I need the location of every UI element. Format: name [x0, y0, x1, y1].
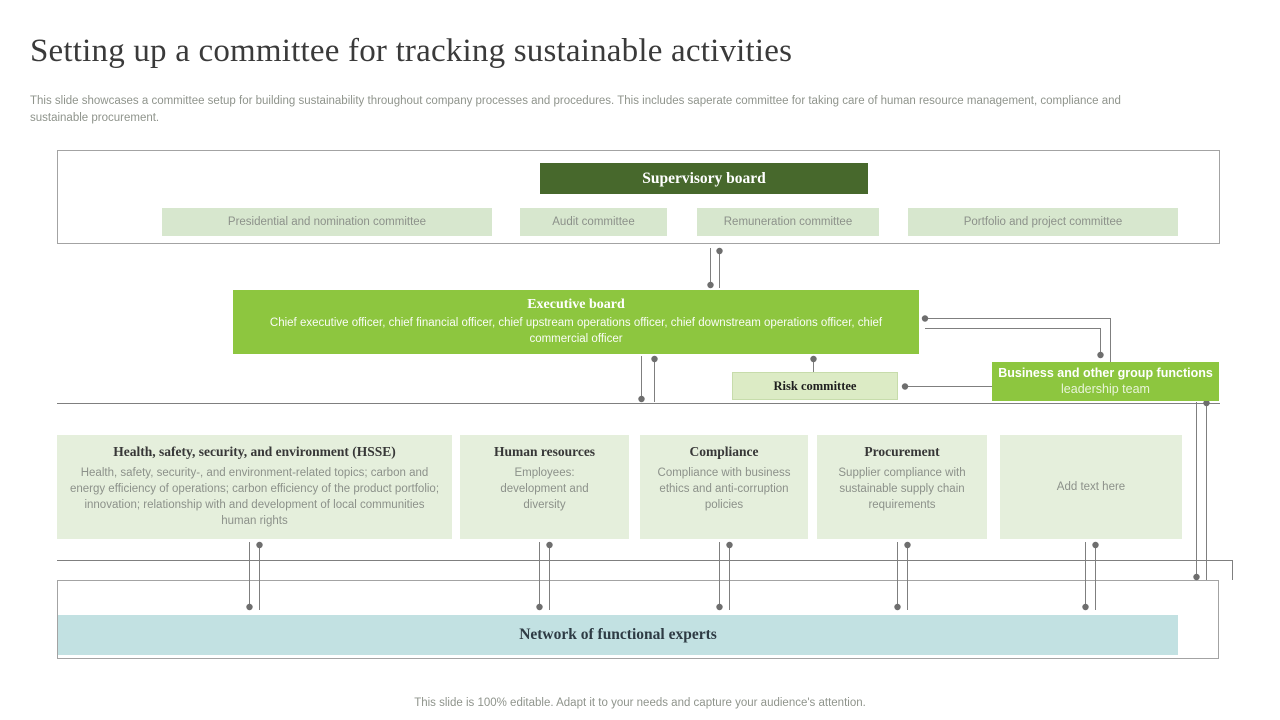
network-of-functional-experts-bar: Network of functional experts [58, 615, 1178, 655]
department-compliance-box: Compliance Compliance with business ethi… [640, 435, 808, 539]
connector-dot [546, 541, 553, 549]
network-section-frame [57, 580, 1219, 659]
connector-dot [1092, 541, 1099, 549]
department-human-resources-box: Human resources Employees: development a… [460, 435, 629, 539]
connector-dot [1203, 399, 1210, 407]
connector-dot [1082, 603, 1089, 611]
business-functions-regular-label: leadership team [1061, 382, 1150, 397]
department-compliance-title: Compliance [689, 444, 759, 459]
executive-board-members: Chief executive officer, chief financial… [269, 317, 883, 345]
connector-dot [707, 281, 714, 289]
connector-dot [651, 355, 658, 363]
connector-dot [726, 541, 733, 549]
risk-committee-box: Risk committee [732, 372, 898, 400]
department-compliance-body: Compliance with business ethics and anti… [657, 467, 791, 512]
department-hsse-box: Health, safety, security, and environmen… [57, 435, 452, 539]
connector-dot [810, 355, 817, 363]
business-functions-box: Business and other group functions leade… [992, 362, 1219, 401]
department-hsse-body: Health, safety, security-, and environme… [69, 467, 440, 528]
page-description: This slide showcases a committee setup f… [30, 95, 1121, 125]
committee-remuneration: Remuneration committee [697, 208, 879, 236]
connector-dot [894, 603, 901, 611]
department-procurement-box: Procurement Supplier compliance with sus… [817, 435, 987, 539]
committee-presidential-nomination: Presidential and nomination committee [162, 208, 492, 236]
connector-dot [246, 603, 253, 611]
connector-dot [921, 315, 929, 322]
department-human-resources-title: Human resources [493, 444, 596, 459]
supervisory-board-box: Supervisory board [540, 163, 868, 194]
supervisory-section-frame [57, 150, 1220, 244]
department-procurement-title: Procurement [864, 444, 940, 459]
footer-note: This slide is 100% editable. Adapt it to… [414, 697, 866, 709]
connector-dot [716, 247, 723, 255]
department-placeholder-body: Add text here [1056, 480, 1126, 493]
committee-audit: Audit committee [520, 208, 667, 236]
committee-portfolio-project: Portfolio and project committee [908, 208, 1178, 236]
department-hsse-title: Health, safety, security, and environmen… [113, 444, 396, 459]
business-functions-bold-label: Business and other group functions [998, 366, 1213, 380]
page-title: Setting up a committee for tracking sust… [30, 33, 793, 69]
connector-dot [1193, 573, 1200, 581]
department-procurement-body: Supplier compliance with sustainable sup… [838, 467, 966, 512]
connector-dot [536, 603, 543, 611]
connector-dot [638, 395, 645, 403]
connector-dot [1097, 351, 1104, 359]
department-human-resources-body: Employees: development and diversity [500, 467, 589, 512]
connector-dot [904, 541, 911, 549]
connector-dot [716, 603, 723, 611]
executive-board-box: Executive board Chief executive officer,… [233, 290, 919, 354]
connector-dot [901, 383, 909, 390]
executive-board-title: Executive board [527, 297, 625, 312]
department-placeholder-box: Add text here [1000, 435, 1182, 539]
connector-dot [256, 541, 263, 549]
